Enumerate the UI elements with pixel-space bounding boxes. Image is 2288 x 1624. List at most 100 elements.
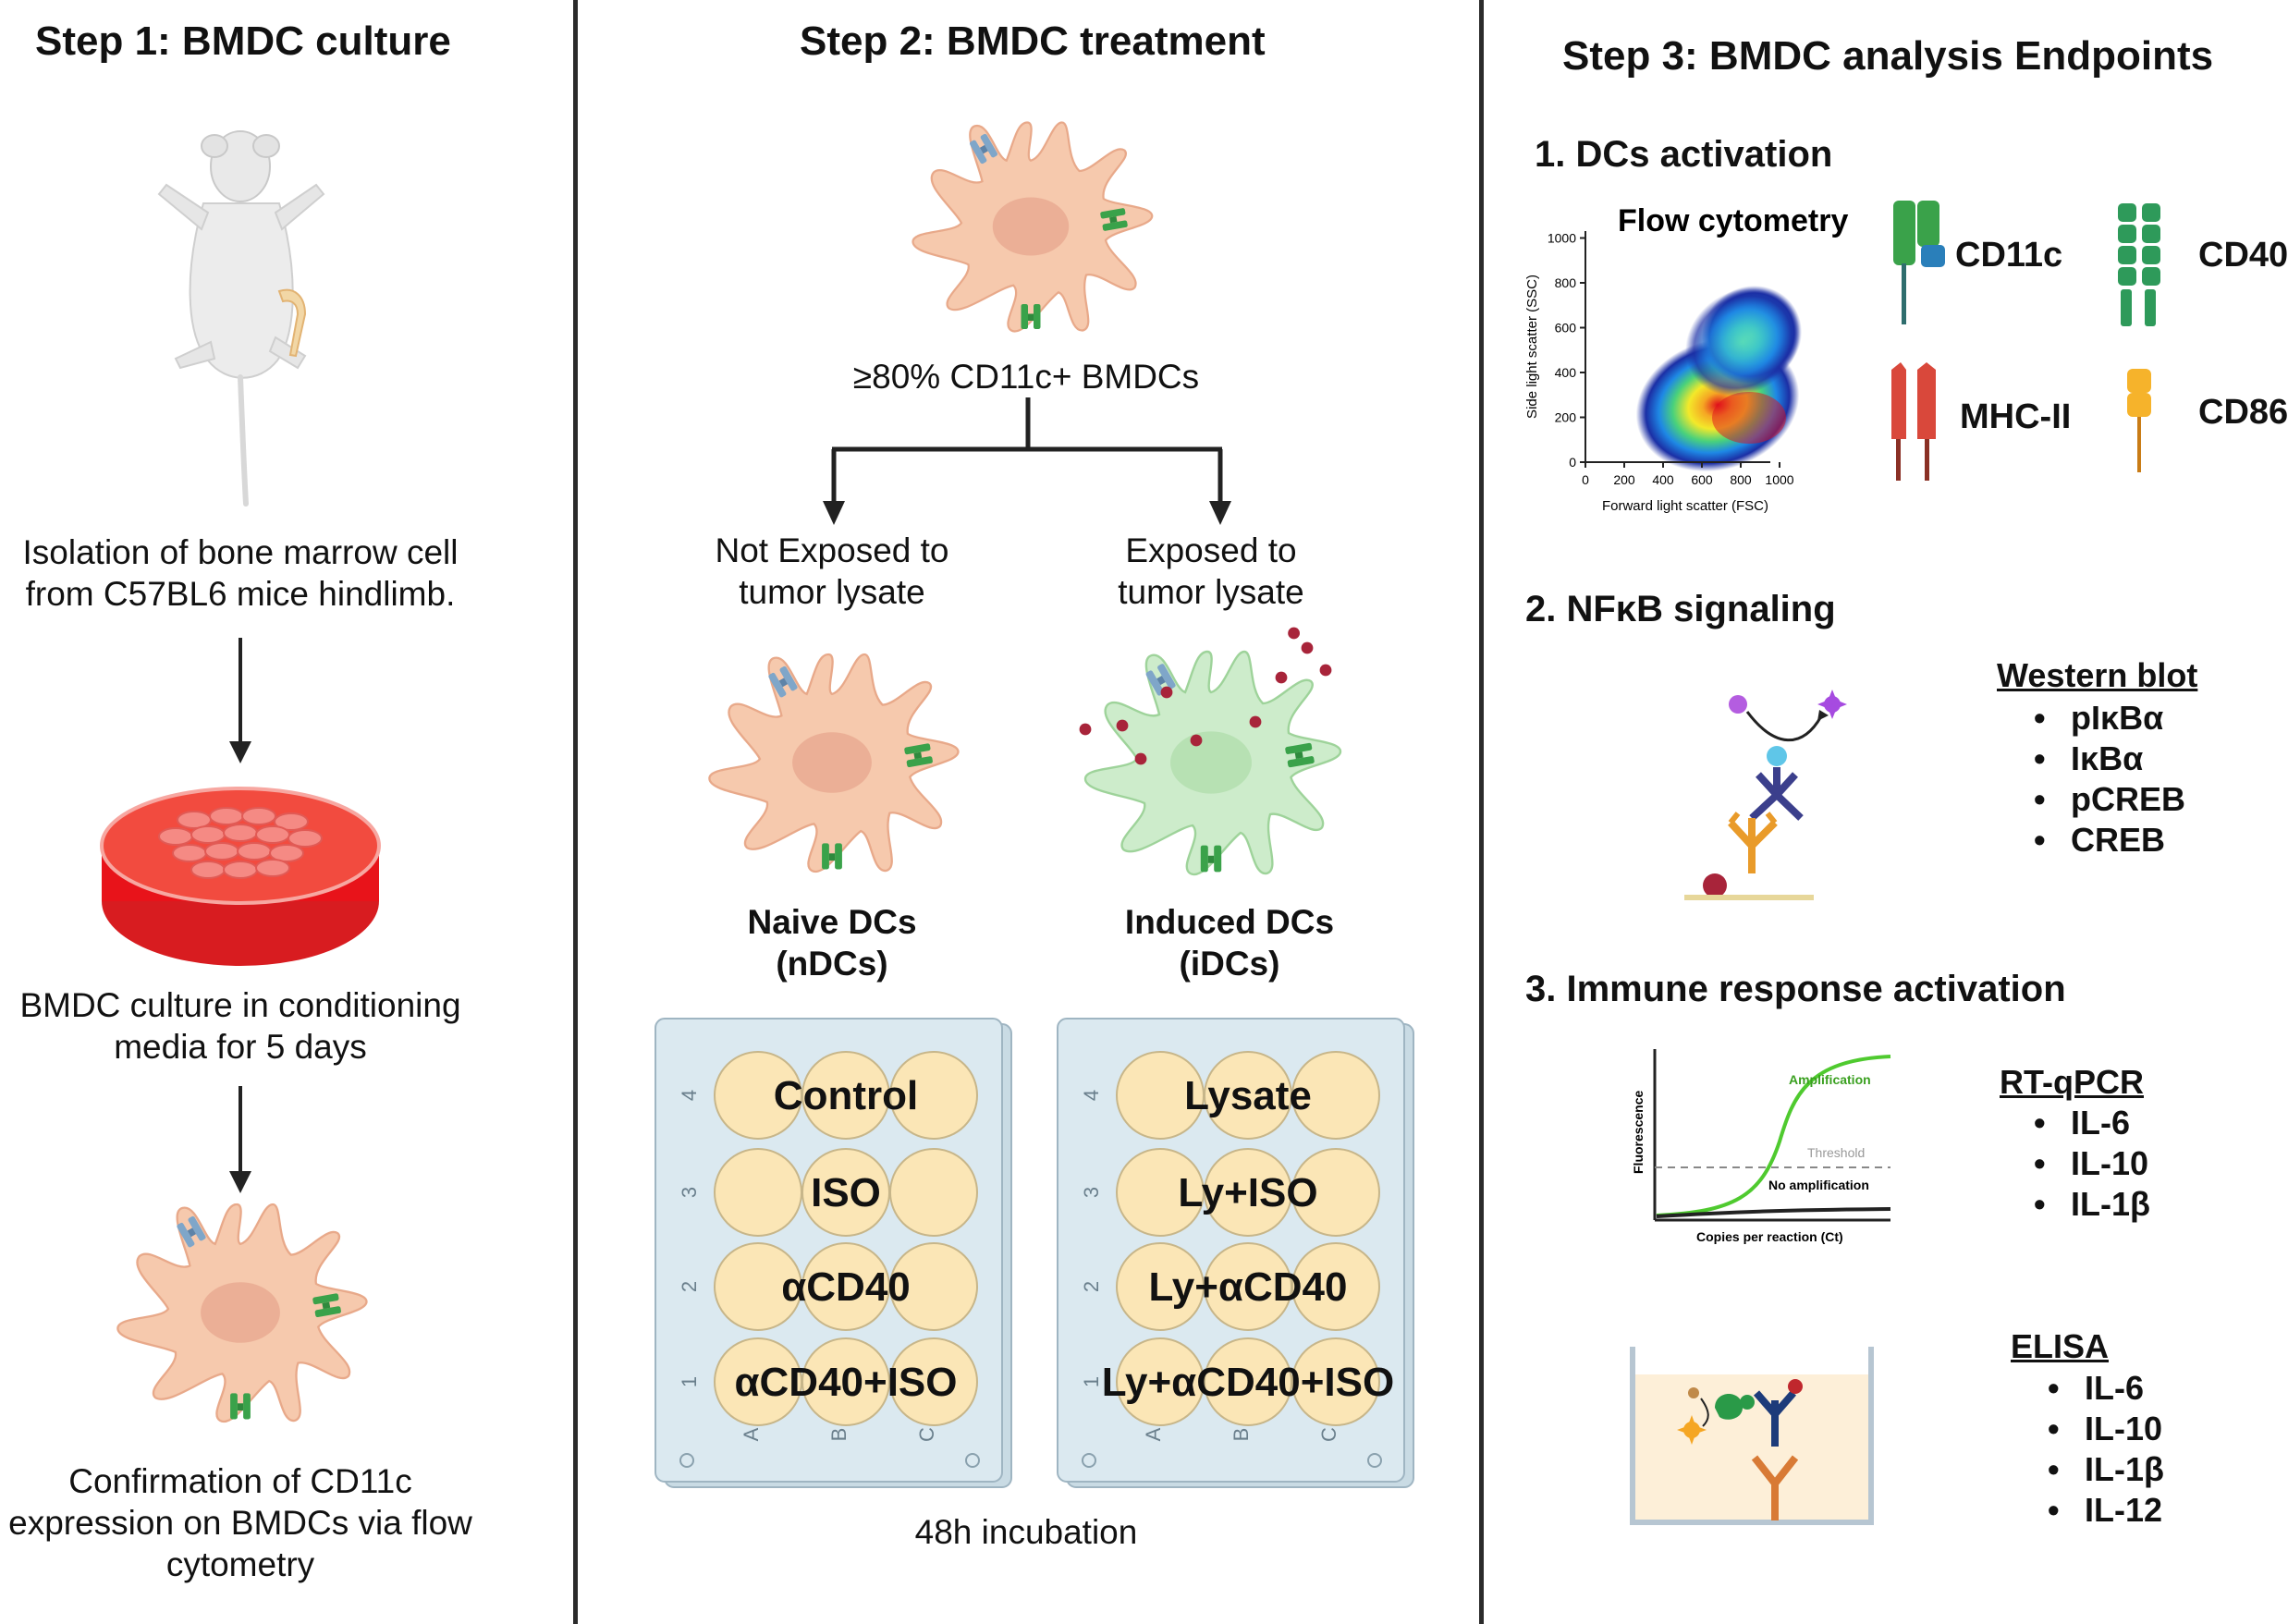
- western-blot-item: pIκBα: [2034, 698, 2185, 739]
- column-letter: A: [1142, 1427, 1165, 1441]
- column-letter: B: [1230, 1428, 1253, 1442]
- western-blot-item: pCREB: [2034, 779, 2185, 820]
- pcr-noamp-label: No amplification: [1768, 1178, 1869, 1192]
- western-blot-item: IκBα: [2034, 739, 2185, 779]
- branch-arrows: [823, 397, 1231, 525]
- well-treatment-label: Ly+αCD40+ISO: [1102, 1360, 1394, 1405]
- isolation-line-1: Isolation of bone marrow cell: [22, 533, 459, 571]
- western-blot-icon: [1684, 690, 1847, 900]
- row-number: 4: [678, 1090, 701, 1101]
- flow-y-tick-label: 0: [1569, 455, 1576, 470]
- branch-right-line-1: Exposed to: [1125, 531, 1297, 569]
- row-number: 3: [1080, 1187, 1103, 1198]
- well: [889, 1148, 978, 1237]
- well: [889, 1337, 978, 1426]
- well: [889, 1242, 978, 1331]
- immune-heading: 3. Immune response activation: [1525, 969, 2066, 1009]
- rt-qpcr-list: IL-6 IL-10 IL-1β: [2034, 1103, 2150, 1225]
- row-number: 2: [1080, 1281, 1103, 1292]
- flow-y-tick-label: 600: [1555, 321, 1577, 336]
- well: [1291, 1242, 1380, 1331]
- column-letter: C: [1317, 1427, 1340, 1442]
- flow-y-tick-label: 800: [1555, 275, 1577, 290]
- rt-qpcr-item: IL-6: [2034, 1103, 2150, 1143]
- elisa-well-icon: [1630, 1347, 1874, 1525]
- divider-left: [573, 0, 578, 1624]
- induced-label-line-2: (iDCs): [1179, 945, 1280, 983]
- cd40-label: CD40: [2198, 236, 2288, 275]
- step1-title: Step 1: BMDC culture: [35, 18, 451, 64]
- column-letter: A: [740, 1427, 763, 1441]
- petri-dish: [100, 787, 381, 966]
- well-treatment-label: Ly+αCD40: [1149, 1264, 1348, 1310]
- well-treatment-label: ISO: [811, 1170, 881, 1215]
- well: [889, 1051, 978, 1140]
- confirmation-text: Confirmation of CD11c expression on BMDC…: [0, 1460, 481, 1585]
- pcr-ylabel: Fluorescence: [1631, 1091, 1646, 1174]
- nfkb-heading: 2. NFκB signaling: [1525, 589, 1836, 629]
- isolation-text: Isolation of bone marrow cell from C57BL…: [0, 531, 481, 615]
- flow-x-tick-label: 400: [1652, 472, 1674, 487]
- row-number: 1: [678, 1376, 701, 1387]
- elisa-item: IL-1β: [2048, 1449, 2164, 1490]
- elisa-item: IL-12: [2048, 1490, 2164, 1531]
- branch-left-line-1: Not Exposed to: [715, 531, 949, 569]
- rt-qpcr-item: IL-10: [2034, 1143, 2150, 1184]
- row-number: 2: [678, 1281, 701, 1292]
- cd40-marker-icon: [2118, 203, 2160, 326]
- flow-y-tick-label: 400: [1555, 365, 1577, 380]
- flow-y-tick-label: 200: [1555, 410, 1577, 425]
- purity-text: ≥80% CD11c+ BMDCs: [852, 358, 1200, 396]
- flow-title: Flow cytometry: [1618, 203, 1848, 238]
- pcr-threshold-label: Threshold: [1807, 1145, 1865, 1160]
- induced-label-line-1: Induced DCs: [1124, 903, 1335, 941]
- culture-text: BMDC culture in conditioning media for 5…: [0, 984, 481, 1068]
- culture-line-1: BMDC culture in conditioning: [19, 986, 461, 1024]
- mhc-ii-marker-icon: [1891, 362, 1936, 481]
- naive-label-line-2: (nDCs): [776, 945, 888, 983]
- elisa-label: ELISA: [2011, 1327, 2110, 1365]
- plate-corner-mark: [679, 1453, 694, 1468]
- column-letter: C: [915, 1427, 938, 1442]
- elisa-item: IL-10: [2048, 1409, 2164, 1449]
- well: [1291, 1051, 1380, 1140]
- well-treatment-label: αCD40: [781, 1264, 911, 1310]
- naive-label: Naive DCs (nDCs): [647, 901, 1017, 984]
- plate-corner-mark: [1367, 1453, 1382, 1468]
- branch-right-line-2: tumor lysate: [1118, 573, 1304, 612]
- isolation-line-2: from C57BL6 mice hindlimb.: [25, 575, 456, 614]
- flow-y-axis-label: Side light scatter (SSC): [1524, 275, 1540, 419]
- row-number: 1: [1080, 1376, 1103, 1387]
- well-treatment-label: Control: [774, 1073, 918, 1118]
- culture-line-2: media for 5 days: [114, 1028, 367, 1067]
- branch-left-line-2: tumor lysate: [739, 573, 925, 612]
- cd11c-marker-icon: [1893, 201, 1945, 324]
- well-treatment-label: αCD40+ISO: [734, 1360, 957, 1405]
- elisa-item: IL-6: [2048, 1368, 2164, 1409]
- plate-corner-mark: [965, 1453, 980, 1468]
- mouse-illustration: [157, 130, 325, 507]
- elisa-list: IL-6 IL-10 IL-1β IL-12: [2048, 1368, 2164, 1531]
- pcr-amplification-label: Amplification: [1789, 1072, 1871, 1087]
- activation-heading: 1. DCs activation: [1535, 134, 1833, 175]
- well: [1291, 1337, 1380, 1426]
- incubation-text: 48h incubation: [914, 1513, 1138, 1551]
- pcr-amplification-plot: Fluorescence Copies per reaction (Ct) Am…: [1631, 1049, 1891, 1244]
- well: [714, 1148, 802, 1237]
- naive-label-line-1: Naive DCs: [747, 903, 917, 941]
- pcr-xlabel: Copies per reaction (Ct): [1696, 1229, 1843, 1244]
- rt-qpcr-item: IL-1β: [2034, 1184, 2150, 1225]
- flow-x-tick-label: 200: [1613, 472, 1635, 487]
- flow-x-axis-label: Forward light scatter (FSC): [1602, 498, 1768, 514]
- step1-arrow-1: [229, 638, 251, 763]
- confirmation-line-1: Confirmation of CD11c: [68, 1462, 412, 1500]
- step1-dendritic-cell: [116, 1203, 368, 1423]
- row-number: 4: [1080, 1090, 1103, 1101]
- step2-top-dendritic-cell: [912, 121, 1154, 333]
- divider-right: [1479, 0, 1484, 1624]
- western-blot-label: Western blot: [1997, 656, 2198, 694]
- cd86-marker-icon: [2127, 369, 2151, 472]
